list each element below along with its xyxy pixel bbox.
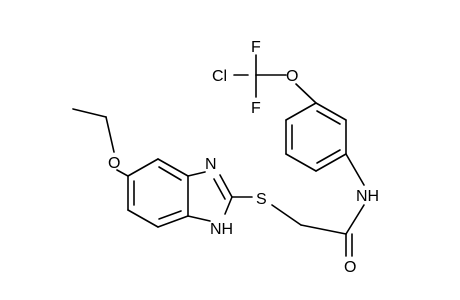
bond-benzo-inner-c [158,210,182,220]
bond-c6-c7 [127,209,159,228]
bond-c2-n1 [224,196,233,215]
bond-c3a-c4 [157,158,189,177]
bond-n3-c3a [187,171,206,177]
atom-o-ethoxy: O [108,155,120,172]
bond-carbonyl-ch2 [300,224,347,235]
bond-benzo-inner-a [158,166,182,181]
bond-c5-o [116,169,129,177]
bond-ch2-s [271,204,302,226]
bond-ring2-inner-b [316,149,341,164]
bond-o-ring [295,83,317,104]
bond-ring2-1 [315,102,347,121]
bond-ring-nh [345,153,365,186]
bond-ch2-ch3 [72,108,107,118]
bond-c2-n3-2 [213,178,226,200]
bond-c2-n3-1 [219,174,233,198]
bond-ring2-4 [285,153,317,172]
atom-nh-amide: NH [356,188,379,205]
atom-f-top: F [251,39,261,56]
atom-o-aryl: O [286,68,298,85]
atom-f-bottom: F [251,100,261,117]
bond-c4-c5 [127,158,159,177]
atom-cl: Cl [212,68,227,85]
bond-c7-c7a [157,215,189,228]
atom-nh-imidazole: NH [210,221,233,238]
atom-o-carbonyl: O [344,259,356,276]
bond-nh-carbonyl [345,204,365,235]
bond-ring2-inner-a [316,110,341,125]
atom-n-imidazole: N [205,156,217,173]
bond-ring2-6 [285,102,317,121]
bond-ring2-3 [315,153,347,172]
atom-s: S [256,191,267,208]
bond-o-ch2 [105,116,115,153]
bond-n1-c7a [187,215,211,222]
